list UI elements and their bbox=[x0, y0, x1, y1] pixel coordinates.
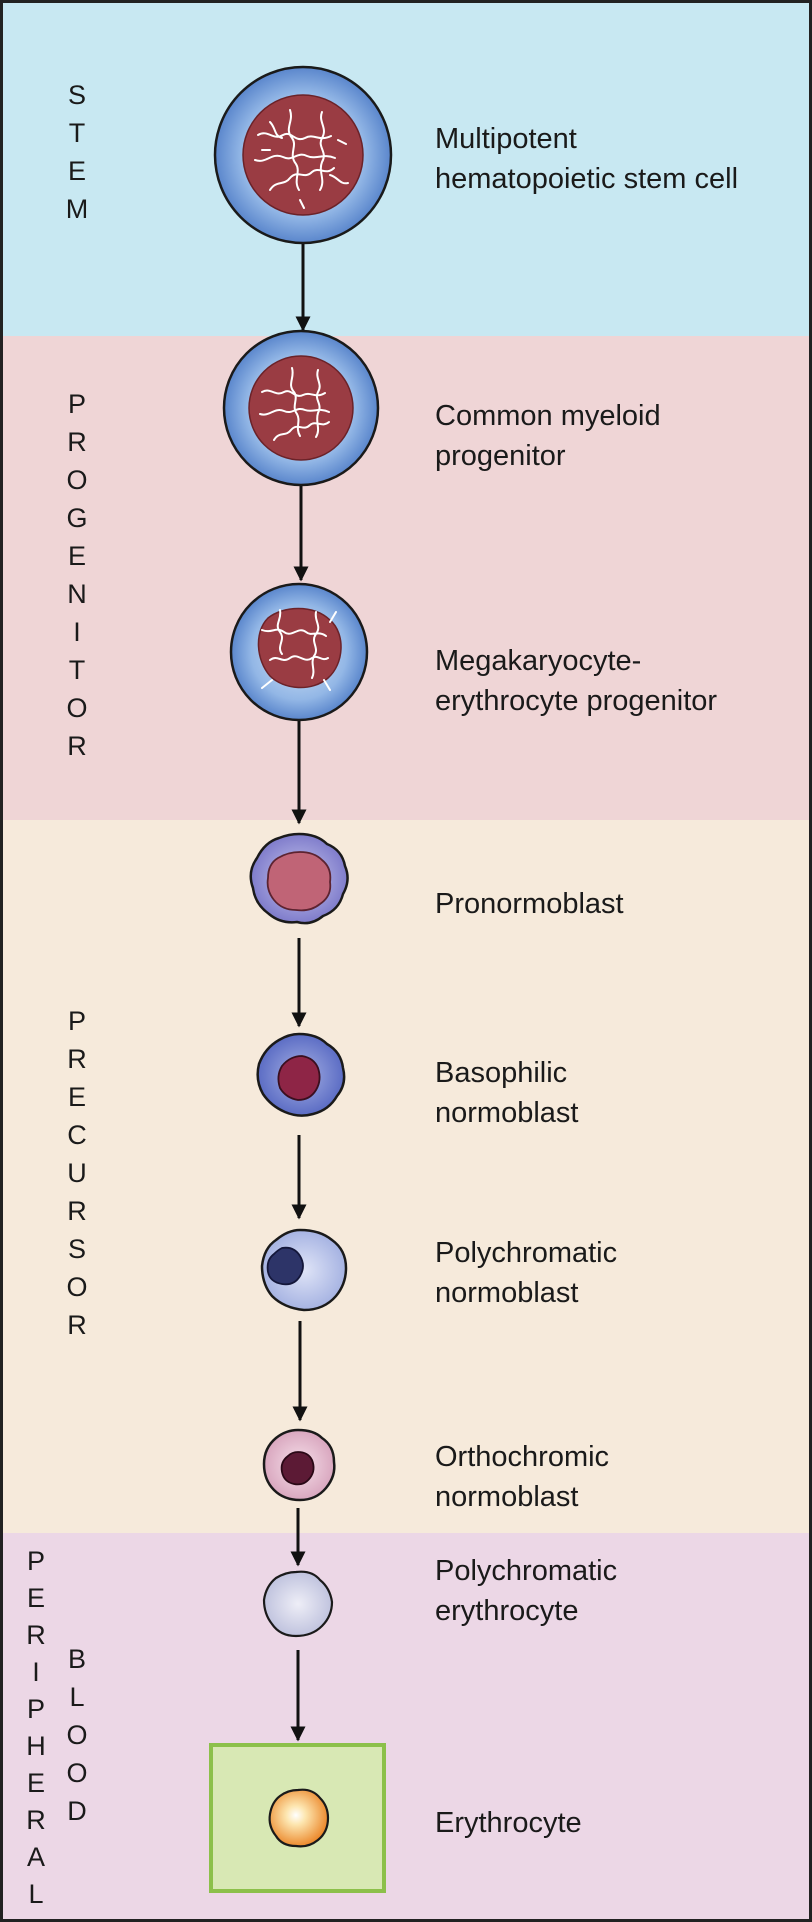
cell-label-line: Orthochromic bbox=[435, 1441, 609, 1473]
label-basophilic: Basophilic normoblast bbox=[435, 1057, 578, 1129]
stage-letter: I bbox=[32, 1657, 40, 1687]
cell-label-line: Basophilic bbox=[435, 1057, 567, 1089]
cell-label-line: Megakaryocyte- bbox=[435, 645, 641, 677]
cell-label-line: erythrocyte progenitor bbox=[435, 685, 717, 717]
cell-label-line: erythrocyte bbox=[435, 1595, 578, 1627]
stage-letter: P bbox=[68, 389, 86, 419]
stage-letter: O bbox=[66, 693, 87, 723]
stage-letter: I bbox=[73, 617, 81, 647]
arrows bbox=[290, 243, 311, 1742]
common-myeloid-progenitor bbox=[222, 329, 380, 487]
cell-label-line: Multipotent bbox=[435, 123, 577, 155]
stage-letter: M bbox=[66, 194, 89, 224]
stage-letter: H bbox=[26, 1731, 46, 1761]
stage-letter: S bbox=[68, 1234, 86, 1264]
cell-label-line: Polychromatic bbox=[435, 1237, 617, 1269]
label-pronormoblast: Pronormoblast bbox=[435, 888, 624, 920]
cell-label-line: hematopoietic stem cell bbox=[435, 163, 738, 195]
label-orthochromic: Orthochromic normoblast bbox=[435, 1441, 609, 1513]
label-erythrocyte: Erythrocyte bbox=[435, 1807, 582, 1839]
stage-letter: P bbox=[68, 1006, 86, 1036]
stage-letter: E bbox=[27, 1768, 45, 1798]
stage-letter: A bbox=[27, 1842, 45, 1872]
cell-label-line: normoblast bbox=[435, 1277, 578, 1309]
stage-letter: L bbox=[69, 1682, 84, 1712]
stage-letter: C bbox=[67, 1120, 87, 1150]
polychromatic-normoblast-cell bbox=[260, 1228, 348, 1312]
stage-letter: E bbox=[68, 1082, 86, 1112]
cell-label-line: progenitor bbox=[435, 440, 566, 472]
stage-letter: R bbox=[67, 1196, 87, 1226]
stage-letter: T bbox=[69, 655, 86, 685]
label-mep: Megakaryocyte-erythrocyte progenitor bbox=[435, 645, 717, 717]
stage-letter: S bbox=[68, 80, 86, 110]
cell-label-line: Pronormoblast bbox=[435, 888, 624, 920]
label-polychromatic-normoblast: Polychromatic normoblast bbox=[435, 1237, 617, 1309]
stage-letter: P bbox=[27, 1694, 45, 1724]
orthochromic-normoblast-cell bbox=[262, 1428, 336, 1502]
stage-letter: R bbox=[26, 1620, 46, 1650]
stage-letter: N bbox=[67, 579, 87, 609]
peripheral-blood-band bbox=[0, 1533, 812, 1922]
cell-label-line: Common myeloid bbox=[435, 400, 661, 432]
cell-label-line: Erythrocyte bbox=[435, 1807, 582, 1839]
pronormoblast-cell bbox=[249, 832, 349, 925]
stage-letter: L bbox=[28, 1879, 43, 1909]
cell-label-line: normoblast bbox=[435, 1097, 578, 1129]
stage-letter: E bbox=[68, 541, 86, 571]
stage-letter: O bbox=[66, 1272, 87, 1302]
stage-letter: R bbox=[67, 1044, 87, 1074]
precursor-band bbox=[0, 820, 812, 1533]
label-hsc: Multipotent hematopoietic stem cell bbox=[435, 123, 738, 195]
stage-letter: U bbox=[67, 1158, 87, 1188]
label-polychromatic-erythrocyte: Polychromatic erythrocyte bbox=[435, 1555, 617, 1627]
stage-letter: R bbox=[26, 1805, 46, 1835]
hematopoietic-stem-cell bbox=[213, 65, 393, 245]
cell-label-line: normoblast bbox=[435, 1481, 578, 1513]
stage-letter: T bbox=[69, 118, 86, 148]
basophilic-normoblast-cell bbox=[256, 1032, 346, 1117]
erythrocyte-cell bbox=[268, 1788, 330, 1848]
stage-letter: D bbox=[67, 1796, 87, 1826]
stage-letter: B bbox=[68, 1644, 86, 1674]
stage-letter: E bbox=[27, 1583, 45, 1613]
stage-letter: O bbox=[66, 1758, 87, 1788]
stage-letter: P bbox=[27, 1546, 45, 1576]
stage-letter: R bbox=[67, 1310, 87, 1340]
stage-letter: R bbox=[67, 427, 87, 457]
stem-band bbox=[0, 0, 812, 336]
stage-letter: G bbox=[66, 503, 87, 533]
stage-letter: R bbox=[67, 731, 87, 761]
progenitor-band bbox=[0, 336, 812, 820]
stage-letter: O bbox=[66, 1720, 87, 1750]
label-cmp: Common myeloid progenitor bbox=[435, 400, 661, 472]
stage-letter: O bbox=[66, 465, 87, 495]
cell-label-line: Polychromatic bbox=[435, 1555, 617, 1587]
stage-letter: E bbox=[68, 156, 86, 186]
polychromatic-erythrocyte-cell bbox=[262, 1570, 334, 1638]
megakaryocyte-erythrocyte-progenitor bbox=[229, 582, 369, 722]
